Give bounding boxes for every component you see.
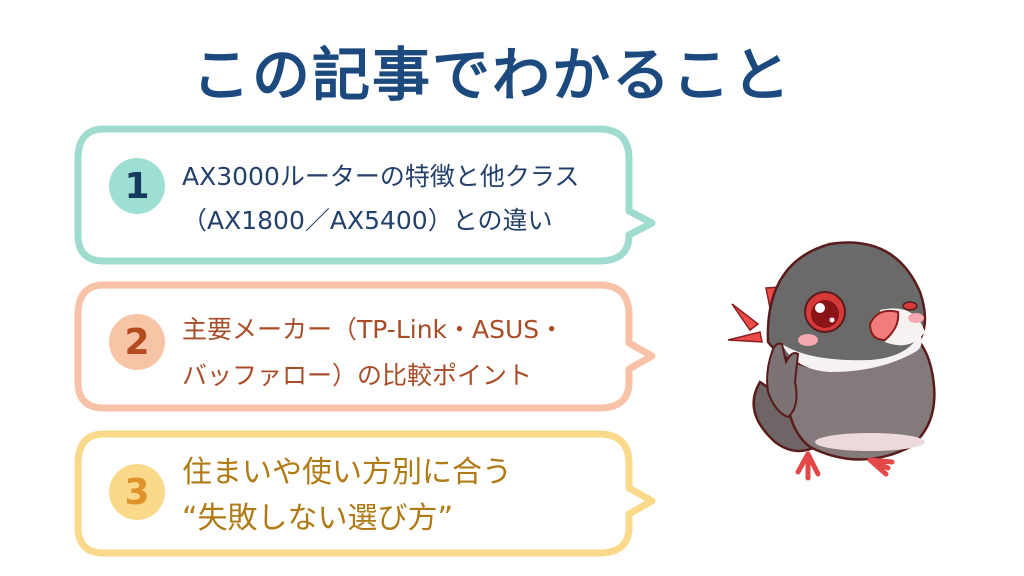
item-text: 主要メーカー（TP-Link・ASUS・ バッファロー）の比較ポイント <box>182 307 616 399</box>
item-text-line: （AX1800／AX5400）との違い <box>182 206 553 235</box>
item-text-line: AX3000ルーターの特徴と他クラス <box>182 162 580 191</box>
speech-bubble-shape <box>74 430 656 557</box>
speech-bubble-item-3: 3 住まいや使い方別に合う “失敗しない選び方” <box>74 430 656 557</box>
page-title: この記事でわかること <box>191 41 792 109</box>
speech-bubble-item-2: 2 主要メーカー（TP-Link・ASUS・ バッファロー）の比較ポイント <box>74 281 656 412</box>
item-text-line: バッファロー）の比較ポイント <box>182 361 533 390</box>
number-badge: 2 <box>109 314 165 370</box>
number-badge-label: 1 <box>124 165 150 207</box>
speech-bubble-shape <box>74 281 656 412</box>
emphasis-mark <box>727 331 763 343</box>
number-badge: 3 <box>109 464 165 520</box>
item-text-line: 主要メーカー（TP-Link・ASUS・ <box>182 315 565 344</box>
number-badge-label: 3 <box>124 471 150 513</box>
item-text-line: “失敗しない選び方” <box>182 501 454 536</box>
speech-bubble-shape <box>74 125 656 265</box>
speech-bubble-item-1: 1 AX3000ルーターの特徴と他クラス （AX1800／AX5400）との違い <box>74 125 656 265</box>
number-badge: 1 <box>109 158 165 214</box>
number-badge-label: 2 <box>124 321 150 363</box>
item-text-line: 住まいや使い方別に合う <box>182 455 512 490</box>
java-sparrow-icon <box>727 241 936 481</box>
item-text: 住まいや使い方別に合う “失敗しない選び方” <box>182 450 616 542</box>
mascot-bird-illustration <box>720 232 950 482</box>
item-text: AX3000ルーターの特徴と他クラス （AX1800／AX5400）との違い <box>182 155 616 243</box>
emphasis-mark <box>731 303 760 332</box>
